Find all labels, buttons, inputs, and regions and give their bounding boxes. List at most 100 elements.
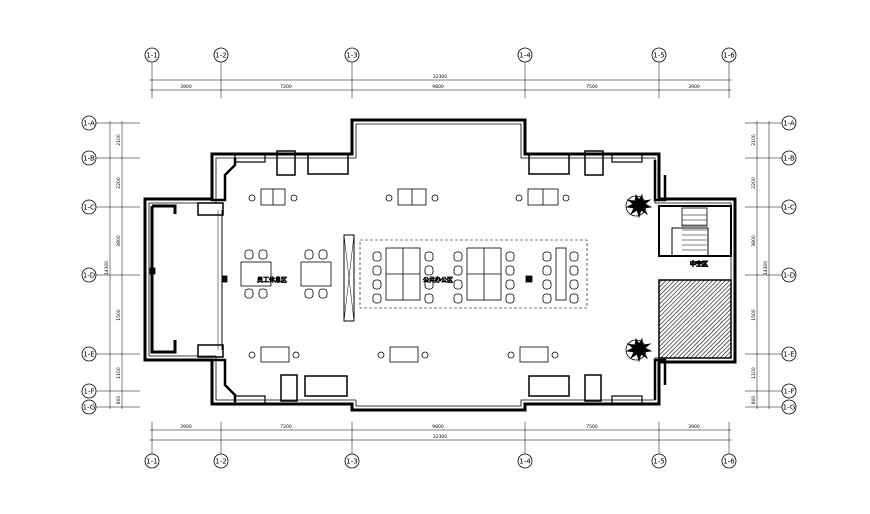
sofa-set <box>507 346 559 363</box>
bottom-axis-row: 3900 7200 9800 7500 3900 32300 1-1 1-2 1… <box>144 422 737 469</box>
dimension-segment: 800 <box>751 396 757 405</box>
axis-bubble-top: 1-3 <box>344 47 360 98</box>
axis-bubble-top: 1-4 <box>517 47 533 98</box>
axis-label: 1-G <box>83 404 96 412</box>
dimension-segment: 3900 <box>180 424 192 430</box>
dimension-segment: 1500 <box>751 309 757 321</box>
axis-label: 1-A <box>783 120 795 128</box>
corner-wall <box>210 158 237 202</box>
axis-bubble-right: 1-E <box>745 346 797 362</box>
wall-cabinet <box>528 153 570 175</box>
void-opening <box>658 279 732 359</box>
sofa-set <box>377 346 429 363</box>
plant-icon <box>625 193 653 219</box>
sofa-set <box>248 188 298 206</box>
axis-bubble-left: 1-D <box>81 267 140 283</box>
axis-bubble-right: 1-D <box>745 267 797 283</box>
axis-bubble-bottom: 1-3 <box>344 422 360 469</box>
axis-label: 1-3 <box>346 458 357 466</box>
axis-label: 1-5 <box>653 52 664 60</box>
axis-label: 1-5 <box>653 458 664 466</box>
axis-bubble-right: 1-B <box>745 150 797 166</box>
chair <box>244 249 268 299</box>
column <box>197 344 224 358</box>
axis-label: 1-F <box>83 388 94 396</box>
axis-label: 1-6 <box>723 52 735 60</box>
column <box>280 374 298 402</box>
column-marker <box>221 275 228 283</box>
dimension-segment: 9800 <box>432 84 444 90</box>
axis-label: 1-4 <box>519 458 531 466</box>
sofa-set <box>248 346 300 363</box>
axis-bubble-right: 1-G <box>745 399 797 415</box>
sofa-set <box>515 188 570 206</box>
dimension-segment: 7500 <box>586 84 598 90</box>
axis-label: 1-B <box>783 155 795 163</box>
rest-area-label: 员工休息区 <box>257 276 287 284</box>
axis-bubble-right: 1-A <box>745 115 797 131</box>
axis-bubble-top: 1-6 <box>721 47 737 98</box>
dimension-segment: 7500 <box>586 424 598 430</box>
axis-bubble-right: 1-F <box>745 383 797 399</box>
column-marker <box>149 267 156 275</box>
wall-cabinet <box>234 395 266 405</box>
axis-bubble-right: 1-C <box>745 199 797 215</box>
axis-bubble-bottom: 1-1 <box>144 422 160 469</box>
wall-cabinet <box>611 395 643 405</box>
chair <box>304 249 328 299</box>
axis-bubble-left: 1-E <box>81 346 140 362</box>
dimension-segment: 3800 <box>751 235 757 247</box>
partition-screen <box>343 234 355 322</box>
dimension-segment: 2200 <box>751 177 757 189</box>
chair <box>453 251 515 304</box>
axis-bubble-bottom: 1-2 <box>213 422 229 469</box>
dimension-segment: 7200 <box>280 424 292 430</box>
axis-bubble-left: 1-F <box>81 383 140 399</box>
axis-label: 1-1 <box>146 52 157 60</box>
wall-cabinet <box>307 153 349 175</box>
axis-label: 1-2 <box>215 458 226 466</box>
dimension-segment: 3900 <box>688 424 700 430</box>
dimension-segment: 1500 <box>116 309 122 321</box>
axis-bubble-top: 1-1 <box>144 47 160 98</box>
axis-bubble-top: 1-2 <box>213 47 229 98</box>
chair <box>542 251 579 304</box>
dimension-segment: 7200 <box>280 84 292 90</box>
exterior-wall <box>143 118 737 412</box>
right-axis-column: 14300 2100 2200 3800 1500 1100 800 1-A 1… <box>745 115 797 415</box>
corner-wall <box>210 358 237 402</box>
axis-label: 1-G <box>783 404 796 412</box>
axis-bubble-left: 1-B <box>81 150 140 166</box>
building-walls <box>143 118 737 412</box>
axis-bubble-left: 1-G <box>81 399 140 415</box>
dimension-total: 14300 <box>104 261 110 275</box>
axis-label: 1-A <box>83 120 95 128</box>
axis-bubble-bottom: 1-5 <box>651 422 667 469</box>
dimension-total: 32300 <box>433 74 447 80</box>
axis-label: 1-B <box>83 155 95 163</box>
corner-wall <box>653 160 667 202</box>
axis-label: 1-E <box>83 351 94 359</box>
column-marker <box>525 275 533 283</box>
axis-label: 1-4 <box>519 52 531 60</box>
axis-label: 1-C <box>783 204 795 212</box>
dimension-segment: 3900 <box>688 84 700 90</box>
dining-table <box>300 261 332 287</box>
office-zone-boundary <box>359 239 588 309</box>
stair-enclosure <box>658 205 732 257</box>
axis-label: 1-1 <box>146 458 157 466</box>
dimension-segment: 3900 <box>180 84 192 90</box>
wall-cabinet <box>234 153 266 163</box>
wall-cabinet <box>611 153 643 163</box>
chair <box>372 251 434 304</box>
column <box>197 202 224 216</box>
rest-area: 员工休息区 <box>149 249 332 299</box>
axis-label: 1-6 <box>723 458 735 466</box>
dimension-total: 32300 <box>433 434 447 440</box>
dimension-segment: 800 <box>116 396 122 405</box>
sofa-set <box>385 188 439 206</box>
axis-label: 1-D <box>83 272 95 280</box>
axis-label: 1-D <box>783 272 795 280</box>
dimension-segment: 2100 <box>116 134 122 146</box>
